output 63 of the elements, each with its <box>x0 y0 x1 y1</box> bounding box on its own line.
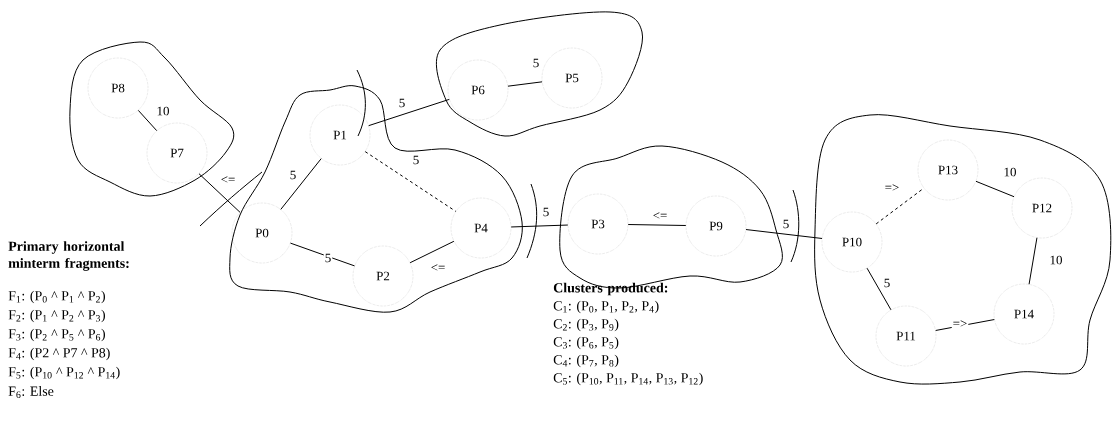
connector-line <box>198 173 241 213</box>
edge-label: 10 <box>1050 255 1062 265</box>
circle-node: P14 <box>993 283 1055 345</box>
formula-text: C$_{5}$: (P$_{10}$, P$_{11}$, P$_{14}$, P$_{13}$, P$_{12}$) <box>553 372 703 386</box>
edge-label: <= <box>431 264 445 271</box>
edge-label: => <box>885 184 899 191</box>
formula-text: F$_{2}$: (P$_{1}$ ^ P$_{2}$ ^ P$_{3}$) <box>8 309 105 323</box>
connector-line <box>289 242 356 267</box>
circle-node: P3 <box>567 193 629 255</box>
formula-text: F$_{5}$: (P$_{10}$ ^ P$_{12}$ ^ P$_{14}$) <box>8 366 120 380</box>
cluster-outline <box>69 41 235 197</box>
edge-label: <= <box>221 176 235 183</box>
edge-label: 5 <box>290 170 296 180</box>
formula-text: C$_{1}$: (P$_{0}$, P$_{1}$, P$_{2}$, P$_{4}$) <box>553 300 659 314</box>
cluster-outline <box>435 11 643 137</box>
connector-line <box>364 151 457 212</box>
circle-node: P10 <box>821 211 883 273</box>
circle-node: P8 <box>87 57 149 119</box>
edge-label: 10 <box>1004 167 1016 177</box>
edge-label: 10 <box>157 106 169 116</box>
connector-line <box>975 180 1015 198</box>
connector-line <box>1028 237 1038 285</box>
circle-node: P9 <box>685 195 747 257</box>
cluster-outline <box>814 114 1112 385</box>
connector-line <box>627 224 687 226</box>
connector-line <box>935 319 995 331</box>
connector-line <box>507 81 543 87</box>
heading-text: Clusters produced: <box>553 282 668 296</box>
connector-line <box>510 224 569 228</box>
connector-line <box>409 240 455 264</box>
circle-node: P2 <box>352 245 414 307</box>
edge-label: 5 <box>884 278 890 288</box>
circle-node: P12 <box>1011 177 1073 239</box>
edge-label: 5 <box>399 98 405 108</box>
formula-text: F$_{3}$: (P$_{2}$ ^ P$_{5}$ ^ P$_{6}$) <box>8 328 105 342</box>
circle-node: P13 <box>917 139 979 201</box>
formula-text: C$_{3}$: (P$_{6}$, P$_{5}$) <box>553 336 619 350</box>
connector-line <box>137 109 158 132</box>
formula-text: F$_{6}$: Else <box>8 386 54 398</box>
edge-label: 5 <box>533 58 539 68</box>
circle-node: P5 <box>541 47 603 109</box>
connector-line <box>745 229 823 239</box>
circle-node: P0 <box>231 202 293 264</box>
formula-text: C$_{4}$: (P$_{7}$, P$_{8}$) <box>553 354 619 368</box>
edge-label: <= <box>653 212 667 219</box>
formula-text: C$_{2}$: (P$_{3}$, P$_{9}$) <box>553 318 619 332</box>
connector-line <box>866 267 892 311</box>
circle-node: P11 <box>875 305 937 367</box>
connector-line <box>875 187 925 225</box>
edge-label: 5 <box>413 155 419 165</box>
edge-label: 5 <box>543 207 549 217</box>
formula-text: F$_{4}$: (P2 ^ P7 ^ P8) <box>8 347 110 361</box>
edge-label: 5 <box>783 219 789 229</box>
heading-text: Primary horizontal minterm fragments: <box>8 241 129 271</box>
circle-node: P6 <box>447 59 509 121</box>
formula-text: F$_{1}$: (P$_{0}$ ^ P$_{1}$ ^ P$_{2}$) <box>8 290 105 304</box>
edge-label: 5 <box>325 253 331 263</box>
connector-line <box>280 158 322 210</box>
circle-node: P1 <box>309 104 371 166</box>
circle-node: P4 <box>450 197 512 259</box>
edge-label: => <box>953 320 967 327</box>
circle-node: P7 <box>146 122 208 184</box>
connector-line <box>368 98 450 127</box>
